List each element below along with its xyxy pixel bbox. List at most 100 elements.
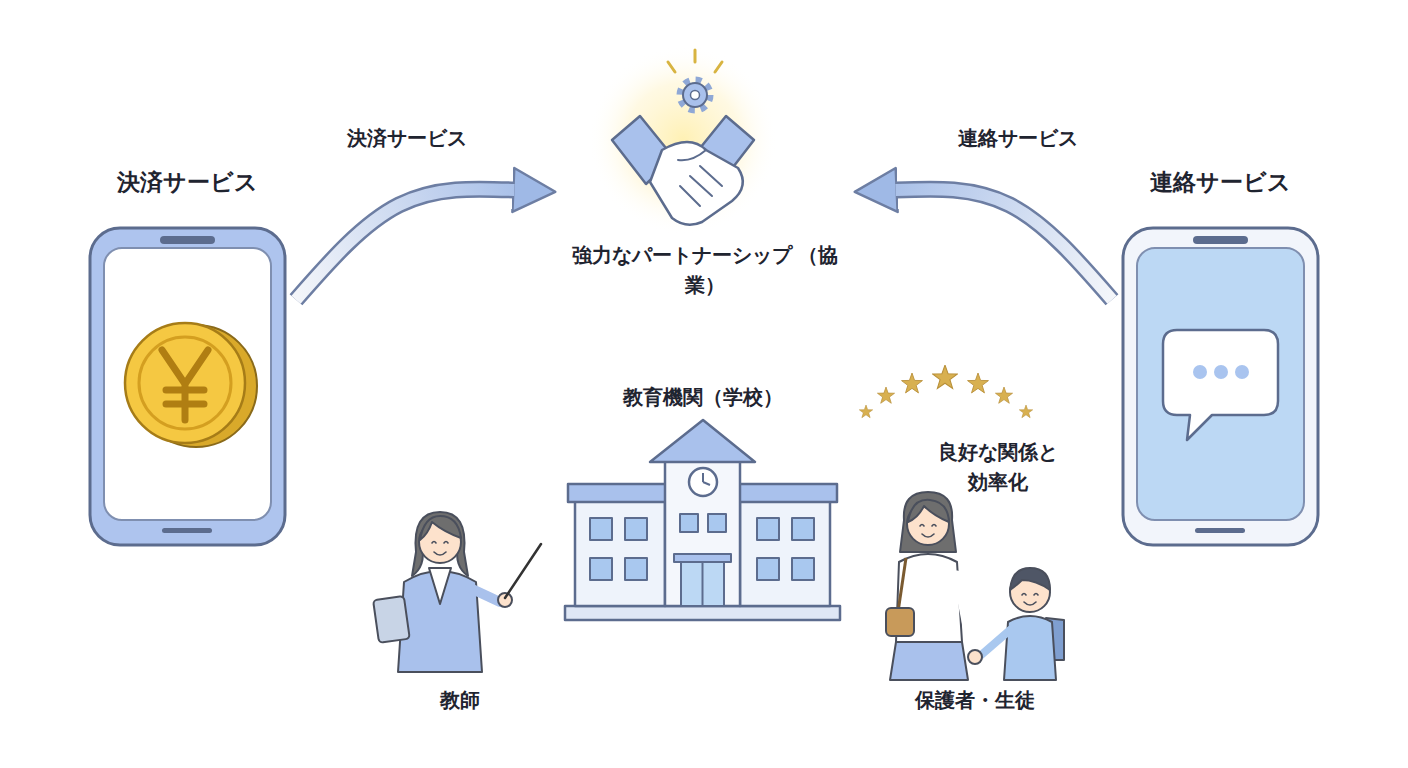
handshake-icon — [678, 150, 722, 206]
node-text: 保護者・生徒 — [874, 685, 1076, 715]
yen-coin — [162, 350, 208, 420]
school-building — [650, 420, 755, 462]
star-arc — [1019, 405, 1032, 418]
school-building — [708, 514, 726, 532]
edge-label: 連絡サービス — [954, 123, 1082, 153]
handshake-icon — [650, 142, 743, 225]
school-building — [757, 558, 779, 580]
teacher-figure — [373, 596, 410, 643]
school-building — [565, 606, 840, 620]
teacher-figure — [498, 593, 512, 607]
school-building — [590, 558, 612, 580]
parent-child-figure — [957, 575, 972, 652]
school-building — [680, 514, 698, 532]
node-text: 強力なパートナーシップ （協業） — [554, 240, 856, 300]
chat-bubble — [1235, 365, 1249, 379]
parent-child-figure — [1022, 594, 1038, 606]
yen-coin — [139, 337, 231, 429]
parent-child-figure — [920, 525, 936, 538]
note-label: 良好な関係と 効率化 — [930, 437, 1066, 497]
star-arc — [968, 373, 989, 393]
parent-child-figure — [1004, 616, 1056, 680]
service-phone: 連絡サービス — [1112, 165, 1329, 550]
service-phone: 決済サービス — [79, 165, 296, 550]
teacher-figure: 教師 — [364, 505, 556, 717]
chat-bubble — [1163, 330, 1278, 440]
parent-figure: 保護者・生徒 — [874, 470, 1076, 717]
partnership-icon: 強力なパートナーシップ （協業） — [554, 40, 856, 302]
payment-phone — [160, 236, 215, 244]
parent-child-figure — [886, 492, 1064, 680]
teacher-figure — [470, 588, 500, 602]
star-arc — [877, 387, 894, 403]
handshake-icon — [683, 83, 707, 107]
parent-child-figure — [900, 492, 956, 552]
chat-bubble — [1214, 365, 1228, 379]
chat-bubble — [1193, 365, 1207, 379]
school-building — [792, 518, 814, 540]
payment-phone — [104, 248, 271, 520]
handshake-icon — [588, 45, 778, 235]
school-building — [565, 420, 840, 620]
payment-phone — [90, 228, 285, 545]
star-arc — [859, 405, 872, 418]
parent-child-figure — [890, 642, 968, 680]
message-phone — [1195, 528, 1245, 533]
handshake-icon — [680, 80, 710, 110]
school-building — [625, 518, 647, 540]
teacher-figure — [420, 516, 461, 540]
arrow-body — [296, 189, 514, 300]
handshake-icon — [691, 91, 700, 100]
star-arc — [902, 373, 923, 393]
yen-coin — [125, 323, 245, 443]
handshake-icon — [668, 50, 722, 72]
star-arc — [933, 365, 958, 389]
parent-child-figure — [1010, 568, 1050, 590]
yen-coin — [125, 323, 257, 447]
school-building — [665, 460, 740, 606]
handshake-icon — [588, 45, 778, 235]
parent-child-figure — [980, 630, 1010, 656]
school-building — [590, 518, 612, 540]
message-phone — [1137, 248, 1304, 520]
school-building — [757, 518, 779, 540]
parent-child-figure — [886, 608, 914, 636]
payment-phone — [162, 528, 212, 533]
node-text: 教師 — [364, 685, 556, 715]
flow-arrow — [296, 189, 514, 300]
arrow-body — [896, 189, 1112, 300]
teacher-figure — [412, 512, 468, 576]
parent-child-figure — [908, 500, 949, 522]
message-phone — [1123, 228, 1318, 545]
school-building — [740, 500, 830, 606]
teacher-figure — [432, 542, 448, 556]
parent-child-figure — [968, 650, 982, 664]
message-phone — [1193, 236, 1248, 244]
school-building — [625, 558, 647, 580]
school-building — [674, 554, 731, 562]
school-building — [702, 562, 704, 606]
school-building — [689, 468, 717, 496]
flow-arrow — [896, 189, 1112, 300]
node-text: 教育機関（学校） — [554, 382, 851, 412]
teacher-figure — [429, 568, 451, 604]
message-phone — [1123, 228, 1318, 545]
school-building — [733, 484, 837, 502]
school-building — [568, 484, 672, 502]
teacher-figure — [373, 512, 541, 672]
school-building — [575, 500, 665, 606]
arrow-outline — [296, 189, 514, 300]
school-building — [703, 473, 710, 485]
teacher-figure — [505, 544, 541, 598]
node-text: 決済サービス — [79, 167, 296, 197]
chat-bubble — [1163, 330, 1278, 440]
star-arc — [995, 387, 1012, 403]
parent-child-figure — [898, 558, 906, 612]
star-arc — [859, 365, 1032, 418]
edge-label: 決済サービス — [343, 123, 471, 153]
school-building — [792, 558, 814, 580]
node-text: 連絡サービス — [1112, 167, 1329, 197]
